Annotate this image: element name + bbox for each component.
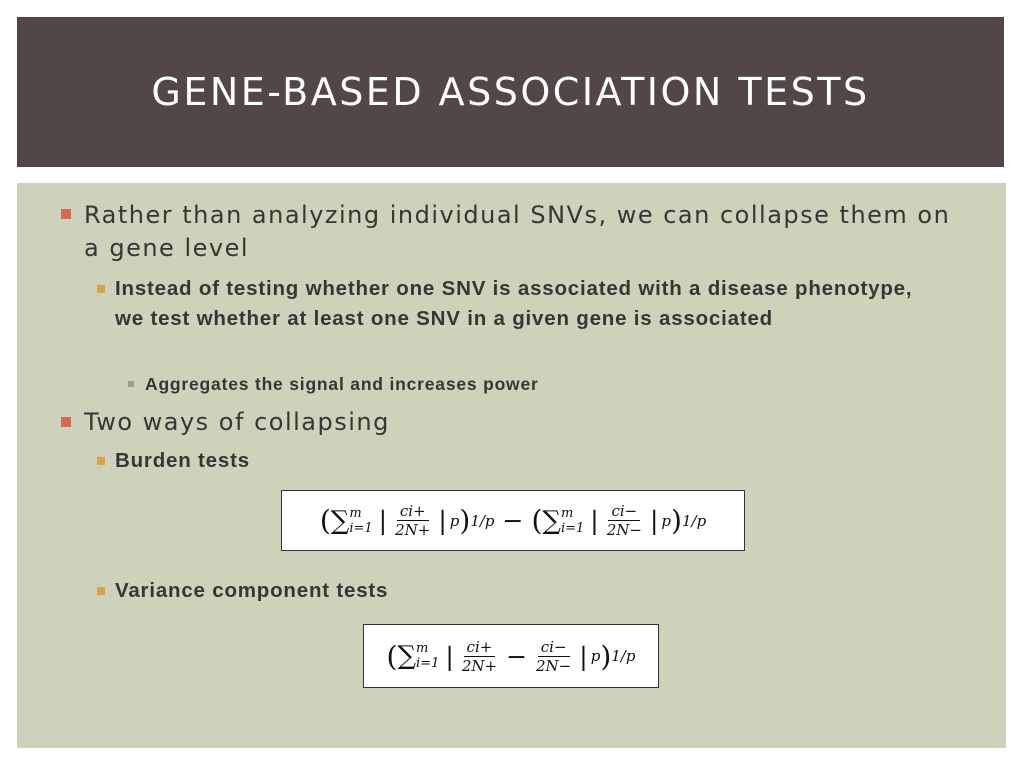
sum-symbol: ∑ (542, 505, 561, 536)
power-p: p (661, 511, 672, 530)
power-p: p (590, 647, 601, 665)
abs-bar: | (445, 641, 454, 671)
bullet-marker-level2 (97, 587, 105, 595)
fraction-denominator: 2N+ (461, 656, 498, 675)
formula-close-paren: ) (600, 639, 612, 673)
variance-formula: ( ∑ m i=1 | ci+ 2N+ − ci− 2N− |p )1/p (363, 624, 659, 688)
burden-formula: ( ∑ m i=1 | ci+ 2N+ |p )1/p − ( ∑ m i=1 … (281, 490, 745, 551)
sum-symbol: ∑ (397, 641, 417, 671)
bullet-marker-level3 (128, 381, 134, 387)
bullet-marker-level2 (97, 285, 105, 293)
abs-bar: | (579, 641, 588, 671)
title-band: GENE-BASED ASSOCIATION TESTS (17, 17, 1004, 167)
fraction-numerator: ci− (537, 638, 570, 657)
fraction-numerator: ci+ (463, 638, 496, 657)
sum-upper-limit: m (560, 505, 574, 521)
fraction-denominator: 2N− (606, 521, 642, 539)
abs-bar: | (438, 506, 447, 535)
formula-open-paren: ( (531, 504, 543, 537)
fraction-plus: ci+ 2N+ (459, 638, 500, 675)
formula-close-paren: ) (459, 504, 471, 537)
sum-symbol: ∑ (330, 505, 350, 536)
bullet-marker-level2 (97, 457, 105, 465)
sum-lower-limit: i=1 (349, 520, 373, 536)
sum-lower-limit: i=1 (416, 656, 440, 671)
slide-title: GENE-BASED ASSOCIATION TESTS (151, 70, 870, 114)
abs-bar: | (378, 506, 388, 535)
bullet-instead-of-testing: Instead of testing whether one SNV is as… (115, 277, 913, 330)
bullet-marker-level1 (61, 417, 71, 427)
outer-power: 1/p (470, 511, 495, 530)
fraction-minus: ci− 2N− (604, 502, 645, 539)
sum-upper-limit: m (349, 505, 362, 521)
sum-limits: m i=1 (561, 506, 584, 536)
minus-sign: − (506, 641, 528, 671)
fraction-denominator: 2N+ (395, 521, 431, 539)
sum-limits: m i=1 (349, 506, 372, 536)
abs-bar: | (649, 506, 659, 535)
bullet-collapse-gene-level: Rather than analyzing individual SNVs, w… (84, 201, 951, 262)
fraction-numerator: ci− (608, 502, 641, 521)
formula-open-paren: ( (386, 639, 398, 673)
formula-close-paren: ) (671, 504, 682, 537)
bullet-aggregates-signal: Aggregates the signal and increases powe… (145, 374, 539, 394)
bullet-burden-tests: Burden tests (115, 449, 250, 472)
abs-bar: | (590, 506, 599, 535)
outer-power: 1/p (611, 647, 636, 665)
outer-power: 1/p (681, 511, 707, 530)
bullet-two-ways: Two ways of collapsing (84, 408, 390, 436)
bullet-variance-component-tests: Variance component tests (115, 579, 389, 602)
power-p: p (449, 511, 460, 530)
formula-open-paren: ( (319, 504, 331, 537)
fraction-denominator: 2N− (536, 656, 572, 675)
fraction-plus: ci+ 2N+ (392, 502, 433, 539)
sum-upper-limit: m (416, 641, 429, 656)
minus-sign: − (502, 506, 524, 535)
fraction-minus: ci− 2N− (533, 638, 574, 675)
sum-limits: m i=1 (416, 641, 439, 671)
sum-lower-limit: i=1 (560, 520, 585, 536)
bullet-marker-level1 (61, 209, 71, 219)
fraction-numerator: ci+ (396, 502, 429, 521)
